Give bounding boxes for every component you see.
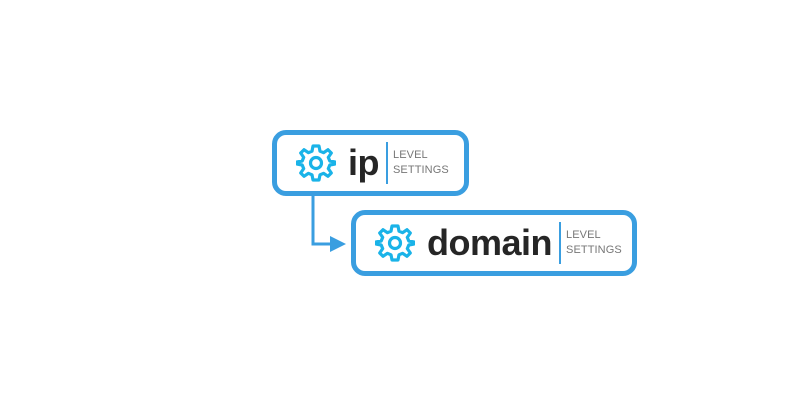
gear-icon — [296, 144, 336, 182]
subtitle-line-settings: SETTINGS — [566, 244, 622, 256]
node-subtitle: LEVEL SETTINGS — [566, 228, 622, 258]
node-name-domain: domain — [427, 222, 553, 263]
gear-icon — [375, 224, 415, 262]
subtitle-line-settings: SETTINGS — [393, 164, 449, 176]
node-subtitle: LEVEL SETTINGS — [393, 148, 449, 178]
node-divider — [559, 222, 562, 264]
domain-level-settings-node[interactable]: domain LEVEL SETTINGS — [351, 210, 637, 276]
subtitle-line-level: LEVEL — [566, 229, 601, 241]
ip-level-settings-node[interactable]: ip LEVEL SETTINGS — [272, 130, 469, 196]
node-name-ip: ip — [348, 142, 380, 183]
subtitle-line-level: LEVEL — [393, 149, 428, 161]
node-divider — [386, 142, 388, 184]
